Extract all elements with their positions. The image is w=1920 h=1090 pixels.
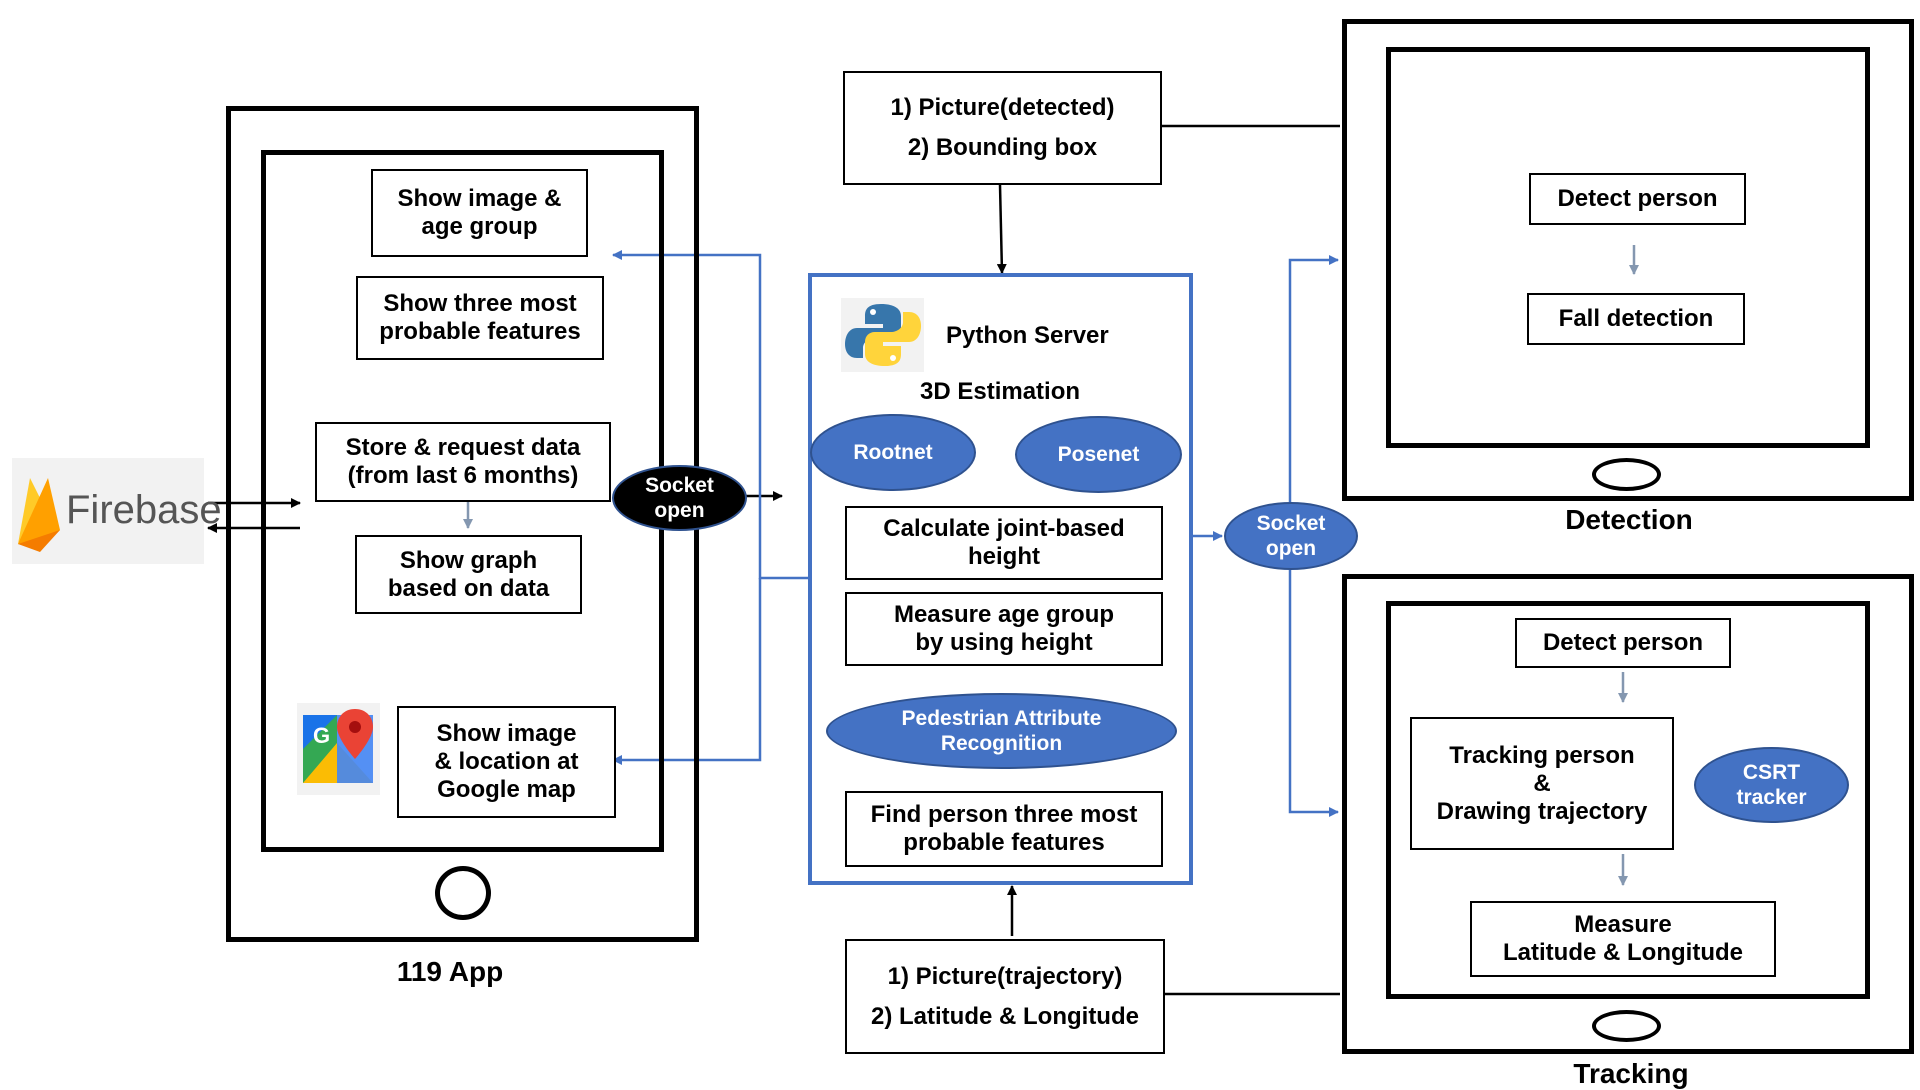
firebase-flame-icon (18, 478, 42, 544)
tracking-person-box: Tracking person & Drawing trajectory (1410, 717, 1674, 850)
detection-monitor-button (1592, 458, 1661, 491)
show-image-location-box: Show image & location at Google map (397, 706, 616, 818)
detection-monitor-screen (1386, 47, 1870, 448)
tracking-monitor-screen (1386, 601, 1870, 999)
par-node: Pedestrian Attribute Recognition (826, 693, 1177, 769)
tracking-detect-person-box: Detect person (1515, 618, 1731, 668)
show-graph-box: Show graph based on data (355, 535, 582, 614)
detection-detect-person-box: Detect person (1529, 173, 1746, 225)
store-request-box: Store & request data (from last 6 months… (315, 422, 611, 502)
google-maps-icon: G (297, 703, 380, 795)
socket-open-left: Socket open (612, 465, 747, 531)
calc-height-box: Calculate joint-based height (845, 506, 1163, 580)
python-logo-icon (841, 298, 924, 372)
detection-monitor-frame (1342, 19, 1914, 501)
measure-age-box: Measure age group by using height (845, 592, 1163, 666)
firebase-label: Firebase (66, 488, 222, 532)
python-server-title: Python Server (946, 322, 1109, 349)
firebase-logo: Firebase (12, 458, 222, 564)
show-image-age-box: Show image & age group (371, 169, 588, 257)
find-features-box: Find person three most probable features (845, 791, 1163, 867)
posenet-node: Posenet (1015, 416, 1182, 493)
svg-text:G: G (313, 723, 330, 748)
tracking-monitor-button (1592, 1010, 1661, 1042)
socket-to-tracking-connector (1288, 570, 1339, 817)
fall-detection-box: Fall detection (1527, 293, 1745, 345)
estimation-subtitle: 3D Estimation (920, 378, 1081, 405)
socket-open-right: Socket open (1224, 502, 1358, 570)
rootnet-node: Rootnet (810, 414, 976, 491)
csrt-tracker-node: CSRT tracker (1694, 747, 1849, 823)
detection-caption: Detection (1565, 504, 1693, 535)
bottom-input-box: 1) Picture(trajectory) 2) Latitude & Lon… (845, 939, 1165, 1054)
app-home-button (435, 866, 491, 920)
tracking-monitor-frame (1342, 574, 1914, 1054)
input-to-server-arrow (996, 184, 1007, 274)
show-three-features-box: Show three most probable features (356, 276, 604, 360)
top-input-box: 1) Picture(detected) 2) Bounding box (843, 71, 1162, 185)
server-to-app-connector (612, 250, 808, 580)
measure-latlon-box: Measure Latitude & Longitude (1470, 901, 1776, 977)
socket-to-detection-connector (1288, 255, 1339, 502)
tracking-caption: Tracking (1573, 1058, 1689, 1089)
app-caption: 119 App (396, 956, 504, 987)
